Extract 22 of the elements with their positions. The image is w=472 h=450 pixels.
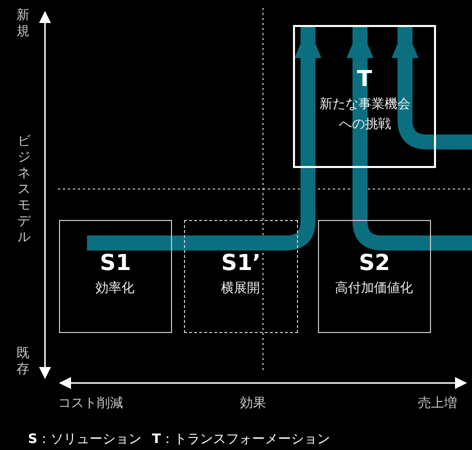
legend-text: S：ソリューション: [28, 432, 142, 448]
box-heading: T: [356, 67, 373, 93]
axis-label: 既存: [16, 346, 30, 378]
axis-label: ビジネスモデル: [17, 134, 31, 246]
box-text: 横展開: [220, 280, 261, 298]
axis-label: 効果: [240, 396, 266, 412]
quadrant-box: [318, 220, 431, 333]
dashed-box: [184, 220, 298, 333]
box-text: 効率化: [94, 280, 136, 298]
axis-label: 新規: [16, 8, 30, 40]
flow-arrow: [184, 26, 322, 250]
flow-arrow: [392, 26, 472, 150]
box-heading: S2: [358, 251, 392, 277]
flow-arrow: [346, 26, 472, 250]
legend-text: T：トランスフォーメーション: [152, 432, 330, 448]
axis-label: 売上増: [418, 396, 457, 412]
box-heading: S1’: [220, 251, 262, 277]
box-text: 高付加価値化: [334, 280, 414, 298]
axis-label: コスト削減: [58, 396, 123, 412]
box-heading: S1: [98, 251, 132, 277]
quadrant-box: [59, 220, 172, 333]
quadrant-box: [293, 25, 436, 168]
